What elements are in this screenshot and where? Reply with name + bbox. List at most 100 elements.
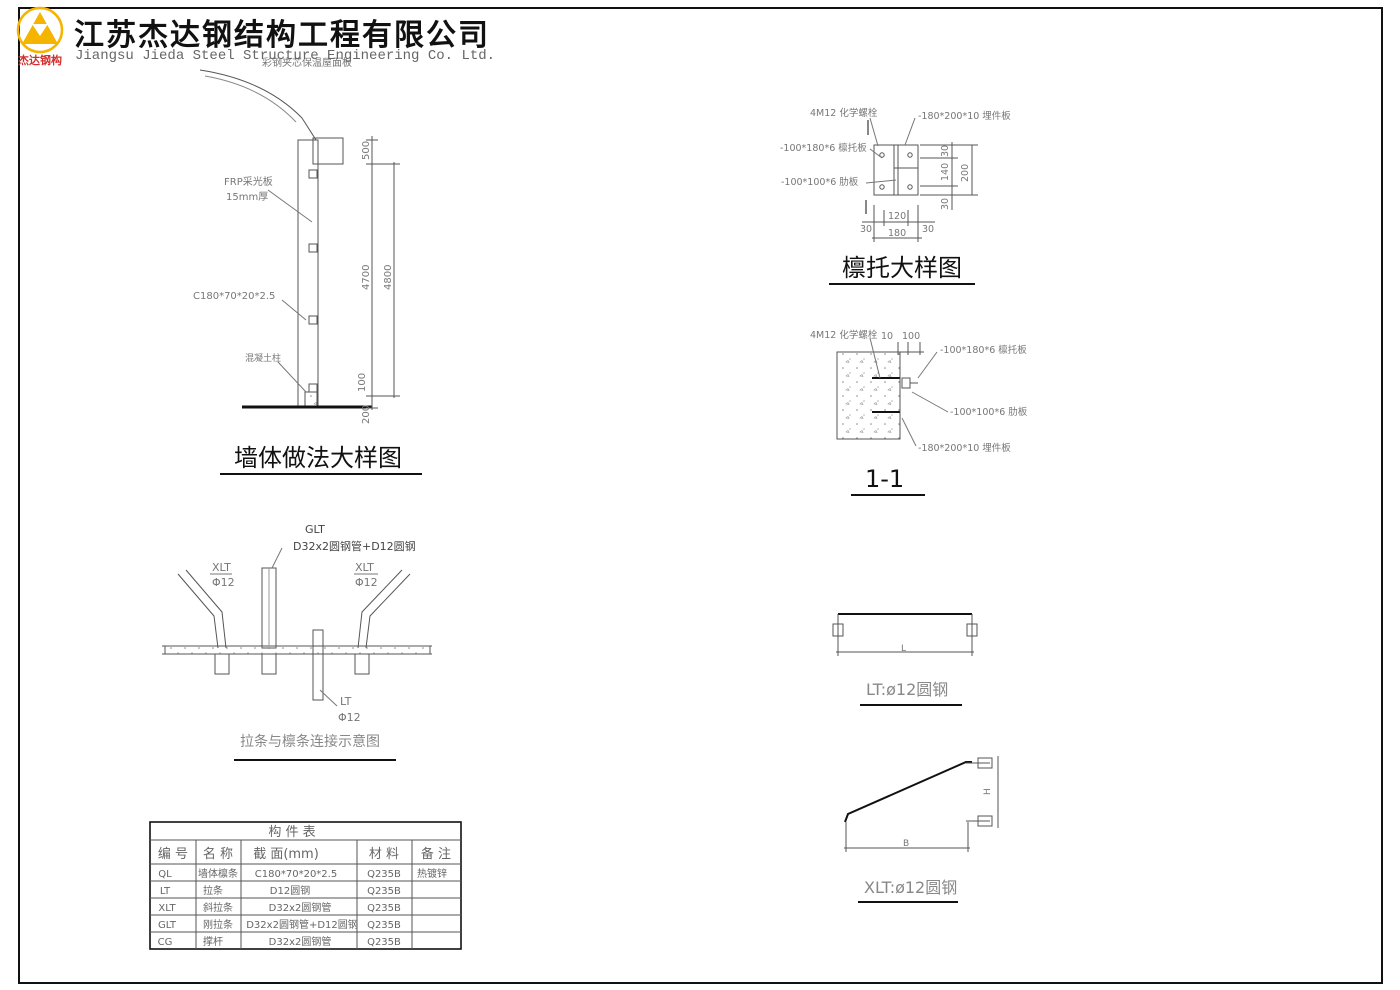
table-cell: D12圆钢 [270,884,310,897]
lt-dim-l: L [901,644,906,654]
dim-4700: 4700 [361,265,372,290]
dim-30b: 30 [940,198,951,210]
glt-label: GLT [305,523,325,536]
purlin-bracket-drawing [862,117,978,242]
company-logo-icon: 杰达钢构 [16,6,64,67]
parts-table [149,821,462,950]
table-cell: LT [160,886,171,897]
table-cell: C180*70*20*2.5 [255,869,337,880]
embed-plate-label: -180*200*10 埋件板 [918,110,1011,122]
concrete-block [836,351,901,440]
table-cell: D32x2圆钢管 [269,935,332,948]
table-cell: XLT [158,903,176,914]
table-header: 截 面(mm) [253,847,319,862]
dim-100-section: 100 [902,331,920,342]
tie-connection-text: GLT D32x2圆钢管+D12圆钢 XLT Φ12 XLT Φ12 LT Φ1… [212,523,416,724]
dim-200: 200 [960,164,971,182]
lt-dia-label: Φ12 [338,711,361,724]
parts-table-title: 构 件 表 [268,825,315,840]
table-cell: D32x2圆钢管+D12圆钢 [246,918,358,931]
lt-detail-title: LT:ø12圆钢 [866,680,948,699]
xlt-right-label: XLT [355,561,374,574]
rib-plate-label: -100*100*6 肋板 [781,176,859,188]
section-11-title: 1-1 [865,465,904,493]
section-11-drawing [836,337,949,447]
frp-panel-label: FRP采光板 [224,175,273,188]
table-cell: 刚拉条 [203,918,233,931]
glt-spec-label: D32x2圆钢管+D12圆钢 [293,539,416,553]
table-cell: Q235B [367,903,401,914]
dim-4800: 4800 [383,265,394,290]
table-cell: Q235B [367,869,401,880]
table-header: 编 号 [158,847,188,862]
company-name-cn: 江苏杰达钢结构工程有限公司 [74,18,490,53]
column-label: 混凝土柱 [245,352,281,364]
dim-120: 120 [888,211,906,222]
lt-label: LT [340,695,352,708]
section-embed-plate-label: -180*200*10 埋件板 [918,442,1011,454]
wall-detail-title: 墙体做法大样图 [234,444,402,472]
purlin-bracket-text: 4M12 化学螺栓 -180*200*10 埋件板 -100*180*6 檩托板… [780,107,1011,239]
xlt-right-rod [357,569,411,649]
section-11-text: 4M12 化学螺栓 10 100 -100*180*6 檩托板 -100*100… [810,329,1028,454]
xlt-left-dia-label: Φ12 [212,576,235,589]
dim-30d: 30 [922,224,934,235]
purlin-mark [308,243,318,253]
bolt-label: 4M12 化学螺栓 [810,107,878,119]
dim-140: 140 [940,163,951,181]
section-rib-plate-label: -100*100*6 肋板 [950,406,1028,418]
concrete-column [297,139,319,407]
section-bolt-label: 4M12 化学螺栓 [810,329,878,341]
logo-text: 杰达钢构 [18,53,62,67]
tie-connection-drawing [162,547,432,707]
lt-detail-drawing [832,613,978,656]
frp-thickness-label: 15mm厚 [226,191,268,203]
dim-100: 100 [357,373,368,392]
table-header: 备 注 [421,846,451,862]
table-cell: GLT [158,920,177,931]
xlt-dim-h: H [983,788,993,795]
dim-30c: 30 [860,224,872,235]
embed-plate [873,144,919,196]
xlt-left-rod [177,569,227,649]
xlt-detail-title: XLT:ø12圆钢 [864,878,957,897]
dim-30a: 30 [940,145,951,157]
dim-10: 10 [881,331,893,342]
xlt-rod-line [844,761,972,823]
table-cell: Q235B [367,937,401,948]
table-header: 材 料 [369,847,399,862]
table-cell: QL [158,869,172,880]
purlin-bracket-title: 檩托大样图 [842,254,962,282]
purlin-mark [308,169,318,179]
purlin-label: C180*70*20*2.5 [193,291,275,302]
roof-panel-line [199,69,317,141]
table-cell: D32x2圆钢管 [269,901,332,914]
table-cell: 热镀锌 [417,867,447,880]
purlin-mark [308,315,318,325]
xlt-left-label: XLT [212,561,231,574]
table-cell: 拉条 [203,884,223,897]
bracket-plate-label: -100*180*6 檩托板 [780,142,867,154]
xlt-right-dia-label: Φ12 [355,576,378,589]
dim-180: 180 [888,228,906,239]
section-bracket-plate-label: -100*180*6 檩托板 [940,344,1027,356]
dim-200: 200 [361,405,372,424]
parts-table-text: 构 件 表 编 号 名 称 截 面(mm) 材 料 备 注 QL 墙体檩条 C1… [158,825,451,948]
purlin-mark [308,383,318,393]
table-cell: 斜拉条 [203,901,233,914]
wall-detail-drawing [199,69,400,410]
table-cell: 墙体檩条 [198,867,238,880]
table-cell: Q235B [367,886,401,897]
dim-500: 500 [361,141,372,160]
table-cell: Q235B [367,920,401,931]
wall-detail-text: 彩钢夹芯保温屋面板 FRP采光板 15mm厚 C180*70*20*2.5 混凝… [193,56,394,424]
xlt-detail-drawing [844,756,999,852]
tie-connection-title: 拉条与檩条连接示意图 [240,733,380,750]
roof-panel-label: 彩钢夹芯保温屋面板 [262,56,352,69]
table-cell: 撑杆 [203,935,223,948]
sheet-border [18,7,1383,984]
table-header: 名 称 [203,846,233,862]
xlt-dim-b: B [903,839,909,849]
lt-rod [312,629,324,701]
